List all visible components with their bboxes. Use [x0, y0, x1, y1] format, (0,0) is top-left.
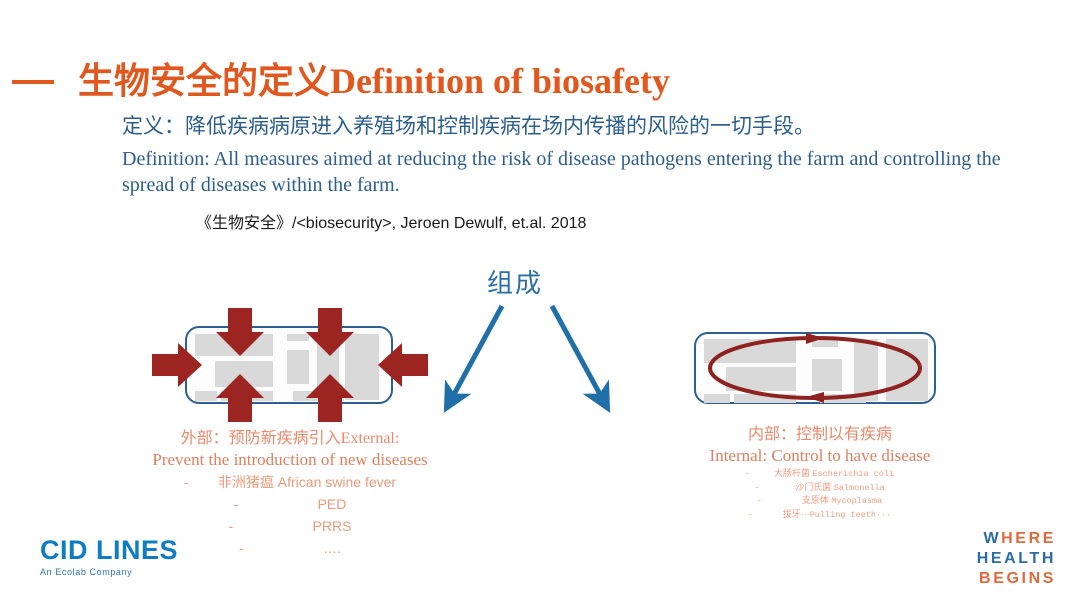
- internal-item-1: - 沙门氏菌 Salmonella: [655, 481, 985, 495]
- citation-text: 《生物安全》/<biosecurity>, Jeroen Dewulf, et.…: [196, 215, 587, 232]
- external-item-label: 非洲猪瘟 African swine fever: [217, 474, 397, 490]
- arrow-up-icon: [306, 374, 354, 422]
- tagline-w: W: [983, 530, 1002, 547]
- external-item-1: - PED: [60, 493, 520, 515]
- cid-lines-brand: CID LINES: [40, 535, 179, 565]
- arrow-to-external: [443, 304, 505, 413]
- farm-block: [704, 394, 730, 403]
- arrow-up-group: [216, 374, 354, 422]
- external-item-label: ….: [323, 540, 341, 556]
- arrow-down-icon: [306, 308, 354, 356]
- arrow-down-icon: [216, 308, 264, 356]
- arrow-down-group: [216, 308, 354, 356]
- internal-item-cn: 支原体: [801, 495, 829, 505]
- definition-chinese: 定义：降低疾病病原进入养殖场和控制疾病在场内传播的风险的一切手段。: [122, 114, 815, 138]
- farm-block: [345, 334, 379, 400]
- external-arrows-svg: [152, 308, 428, 422]
- circulation-ellipse: [708, 336, 922, 400]
- external-item-label: PED: [317, 496, 347, 512]
- bullet-dash-icon: -: [228, 518, 234, 534]
- bullet-dash-icon: -: [239, 540, 244, 556]
- bullet-dash-icon: -: [757, 495, 761, 505]
- internal-item-0: - 大肠杆菌 Escherichia coli: [655, 467, 985, 481]
- arrow-to-internal: [549, 304, 611, 413]
- external-item-0: - 非洲猪瘟 African swine fever: [60, 471, 520, 493]
- external-caption-english: Prevent the introduction of new diseases: [152, 450, 428, 469]
- farm-block: [287, 334, 309, 341]
- farm-block: [734, 394, 796, 403]
- internal-item-latin: Escherichia coli: [812, 469, 895, 479]
- bullet-dash-icon: -: [183, 474, 189, 490]
- internal-item-cn: 拔牙···: [782, 508, 810, 519]
- arrow-right-icon: [152, 343, 202, 387]
- farm-block: [287, 350, 309, 384]
- external-caption-block: 外部：预防新疾病引入External: Prevent the introduc…: [60, 428, 520, 559]
- external-item-2: - PRRS: [60, 515, 520, 537]
- internal-ellipse-svg: [708, 333, 922, 403]
- internal-caption-block: 内部：控制以有疾病 Internal: Control to have dise…: [655, 424, 985, 521]
- external-caption-chinese: 外部：预防新疾病引入External:: [180, 430, 400, 447]
- external-item-3: - ….: [60, 537, 520, 559]
- where-health-begins-tagline: WHERE HEALTH BEGINS: [977, 529, 1056, 589]
- farm-block: [854, 339, 878, 401]
- external-item-label: PRRS: [312, 518, 352, 534]
- farm-diagram-internal: [694, 332, 936, 404]
- page-title: 生物安全的定义Definition of biosafety: [78, 61, 670, 101]
- internal-item-2: - 支原体 Mycoplasma: [655, 494, 985, 508]
- farm-block: [812, 339, 838, 347]
- tagline-here: HERE: [1001, 530, 1056, 547]
- tagline-line-2: HEALTH: [976, 550, 1056, 567]
- branch-arrows-svg: [443, 304, 611, 413]
- definition-english: Definition: All measures aimed at reduci…: [122, 148, 1001, 196]
- internal-caption-chinese: 内部：控制以有疾病: [747, 426, 892, 443]
- internal-item-cn: 大肠杆菌: [773, 468, 810, 478]
- slide-title-row: 生物安全的定义Definition of biosafety: [0, 56, 1080, 104]
- arrow-left-icon: [378, 343, 428, 387]
- compose-branch-arrows: [430, 300, 630, 415]
- title-dash-icon: [12, 80, 54, 84]
- internal-item-latin: Salmonella: [833, 482, 885, 493]
- bullet-dash-icon: -: [233, 496, 239, 512]
- internal-item-3: - 拔牙···Pulling teeth···: [655, 508, 985, 522]
- arrow-up-icon: [216, 374, 264, 422]
- compose-label: 组成: [487, 269, 544, 298]
- external-threat-arrows: [150, 306, 430, 424]
- circulation-arrowhead-top: [806, 333, 824, 344]
- internal-item-cn: 沙门氏菌: [795, 481, 832, 492]
- tagline-line-1: WHERE: [977, 529, 1056, 549]
- bullet-dash-icon: -: [755, 481, 759, 492]
- bullet-dash-icon: -: [745, 468, 749, 478]
- cid-lines-subtitle: An Ecolab Company: [40, 567, 133, 577]
- internal-item-latin: Pulling teeth···: [809, 509, 892, 520]
- internal-item-latin: Mycoplasma: [831, 496, 883, 506]
- circulation-arrowhead-bottom: [806, 392, 824, 403]
- tagline-line-3: BEGINS: [979, 570, 1056, 587]
- internal-circulation-arrow: [694, 330, 936, 406]
- farm-block: [195, 391, 217, 401]
- cid-lines-logo: CID LINES An Ecolab Company: [40, 536, 178, 577]
- farm-block: [812, 359, 842, 391]
- internal-caption-english: Internal: Control to have disease: [709, 446, 931, 465]
- bullet-dash-icon: -: [748, 508, 752, 519]
